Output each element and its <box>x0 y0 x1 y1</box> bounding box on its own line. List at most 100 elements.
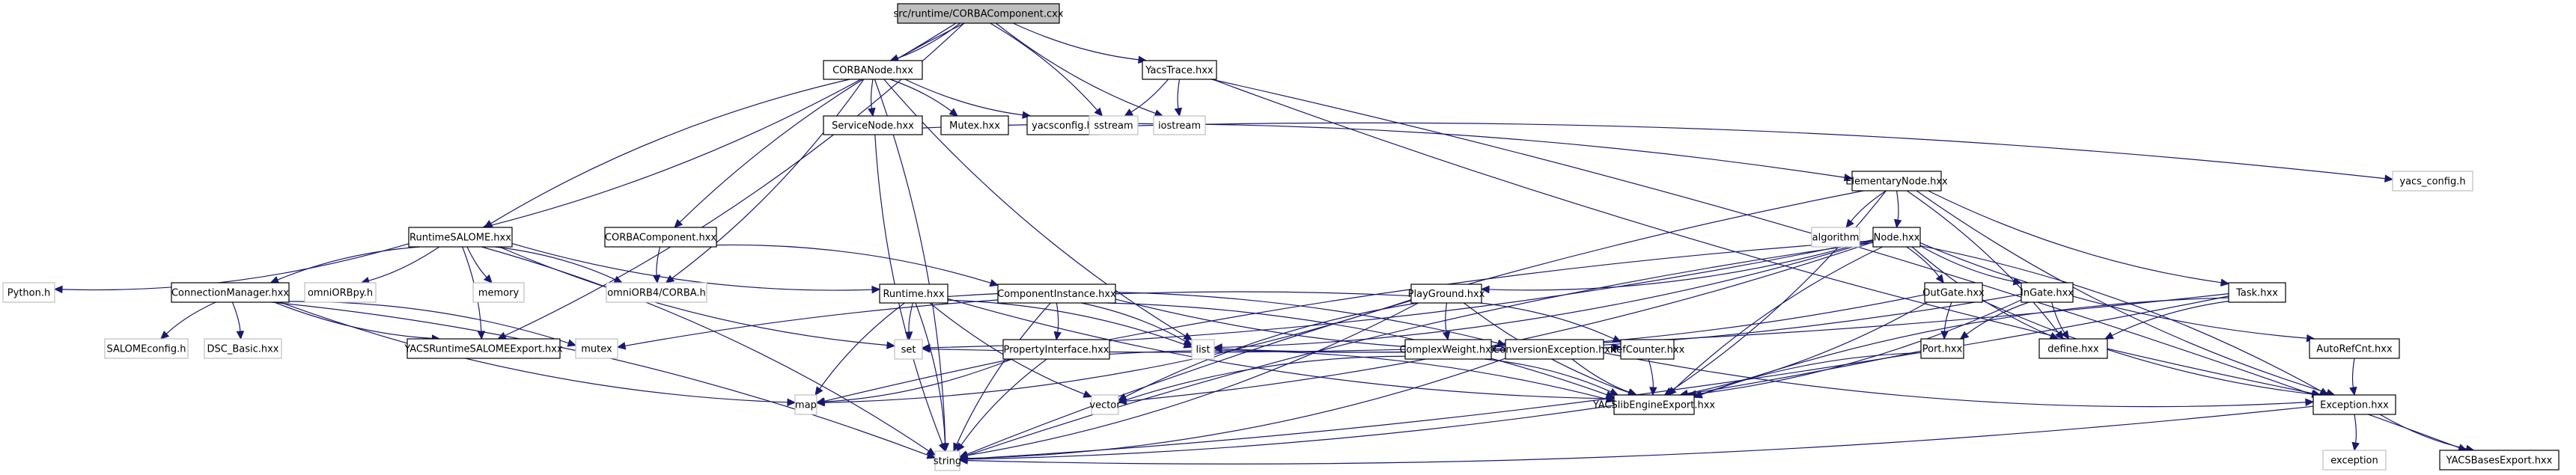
node-corbacomponenthxx[interactable]: CORBAComponent.hxx <box>604 227 717 248</box>
node-box-omniorb4 <box>606 282 707 303</box>
node-task[interactable]: Task.hxx <box>2228 282 2286 303</box>
edge-runtimesalome-to-memory <box>466 246 487 278</box>
node-playground[interactable]: PlayGround.hxx <box>1408 284 1485 304</box>
node-box-outgate[interactable] <box>1924 282 1983 303</box>
node-box-corbacomponenthxx[interactable] <box>604 227 717 248</box>
node-refcounter[interactable]: RefCounter.hxx <box>1610 339 1685 360</box>
arrowhead-corbanode-to-mutexhxx <box>949 108 958 117</box>
node-box-conversionexception[interactable] <box>1505 339 1604 360</box>
node-box-root[interactable] <box>897 3 1060 24</box>
node-label-root: src/runtime/CORBAComponent.cxx <box>894 9 1064 20</box>
edge-exception-to-string <box>966 405 2314 465</box>
node-label-vector: vector <box>1089 400 1121 411</box>
edge-yacstrace-to-exception <box>1212 79 2313 394</box>
arrowhead-root-to-sstream <box>1094 107 1103 117</box>
arrowhead-componentinstance-to-propertyinterface <box>1053 331 1062 341</box>
node-yacslibengineexport[interactable]: YACSlibEngineExport.hxx <box>1592 394 1716 415</box>
node-box-yacstrace[interactable] <box>1142 60 1217 80</box>
node-box-corbanode[interactable] <box>823 60 923 80</box>
node-servicenode[interactable]: ServiceNode.hxx <box>823 115 923 135</box>
node-exception[interactable]: Exception.hxx <box>2312 394 2396 415</box>
node-yacsruntimesalomeexport[interactable]: YACSRuntimeSALOMEExport.hxx <box>404 338 563 359</box>
node-componentinstance[interactable]: ComponentInstance.hxx <box>997 284 1116 304</box>
node-label-omniorb4: omniORB4/CORBA.h <box>607 288 706 299</box>
edge-playground-to-map <box>823 299 1412 403</box>
node-box-runtimehxx[interactable] <box>879 284 949 304</box>
node-conversionexception[interactable]: ConversionException.hxx <box>1493 339 1616 360</box>
node-box-runtimesalome[interactable] <box>408 227 513 248</box>
node-yacstrace[interactable]: YacsTrace.hxx <box>1142 60 1217 80</box>
node-define[interactable]: define.hxx <box>2038 338 2108 359</box>
edge-connectionmanager-to-yacsruntimesalomeexport <box>273 301 433 340</box>
edge-yacstrace-to-sstream <box>1130 79 1169 113</box>
node-box-playground[interactable] <box>1410 284 1482 304</box>
node-label-refcounter: RefCounter.hxx <box>1610 345 1685 356</box>
node-box-yacsconfig[interactable] <box>1026 115 1098 135</box>
node-label-list: list <box>1196 345 1210 356</box>
edge-nodehxx-to-outgate <box>1906 246 1940 278</box>
arrowhead-elementarynode-to-task <box>2220 278 2230 286</box>
edge-runtimehxx-to-map <box>819 302 905 390</box>
edge-runtimesalome-to-connectionmanager <box>277 246 421 281</box>
arrowhead-servicenode-to-elementarynode <box>1843 173 1854 182</box>
node-label-yacsbasesexport: YACSBasesExport.hxx <box>2446 456 2553 467</box>
node-connectionmanager[interactable]: ConnectionManager.hxx <box>171 282 290 303</box>
node-autorefcnt[interactable]: AutoRefCnt.hxx <box>2309 338 2400 359</box>
node-yacsconfig[interactable]: yacsconfig.h <box>1026 115 1098 135</box>
node-box-task[interactable] <box>2228 282 2286 303</box>
node-corbanode[interactable]: CORBANode.hxx <box>823 60 923 80</box>
node-yacsbasesexport[interactable]: YACSBasesExport.hxx <box>2439 450 2560 471</box>
node-ingate[interactable]: InGate.hxx <box>2021 282 2074 303</box>
arrowhead-ingate-to-list <box>1213 345 1222 353</box>
node-box-exception[interactable] <box>2312 394 2396 415</box>
node-propertyinterface[interactable]: PropertyInterface.hxx <box>1002 339 1110 360</box>
arrowhead-runtimesalome-to-memory <box>483 274 493 284</box>
node-box-yacsbasesexport[interactable] <box>2439 450 2560 471</box>
node-outgate[interactable]: OutGate.hxx <box>1922 282 1985 303</box>
arrowhead-ingate-to-port <box>1959 331 1970 340</box>
node-box-refcounter[interactable] <box>1620 339 1675 360</box>
node-list: list <box>1191 339 1215 360</box>
node-box-yacslibengineexport[interactable] <box>1613 394 1695 415</box>
node-box-mutexhxx[interactable] <box>940 115 1009 135</box>
arrowhead-nodehxx-to-ingate <box>2012 278 2023 286</box>
node-nodehxx[interactable]: Node.hxx <box>1872 227 1921 248</box>
node-complexweight[interactable]: ComplexWeight.hxx <box>1399 339 1497 360</box>
node-box-yacsruntimesalomeexport[interactable] <box>407 338 561 359</box>
node-box-list <box>1191 339 1215 360</box>
node-box-connectionmanager[interactable] <box>171 282 290 303</box>
node-yacs_config: yacs_config.h <box>2392 171 2473 191</box>
node-box-propertyinterface[interactable] <box>1002 339 1110 360</box>
node-root[interactable]: src/runtime/CORBAComponent.cxx <box>894 3 1064 24</box>
edge-port-to-string <box>966 350 1922 460</box>
arrowhead-runtimesalome-to-runtimehxx <box>871 285 881 294</box>
node-elementarynode[interactable]: ElementaryNode.hxx <box>1845 171 1948 191</box>
node-box-port[interactable] <box>1920 338 1964 359</box>
node-box-nodehxx[interactable] <box>1872 227 1921 248</box>
node-runtimesalome[interactable]: RuntimeSALOME.hxx <box>408 227 513 248</box>
node-box-autorefcnt[interactable] <box>2309 338 2400 359</box>
node-box-servicenode[interactable] <box>823 115 923 135</box>
node-box-stdexception <box>2322 450 2387 471</box>
node-box-pythonh <box>2 282 55 303</box>
node-label-yacslibengineexport: YACSlibEngineExport.hxx <box>1592 400 1716 411</box>
node-box-ingate[interactable] <box>2021 282 2074 303</box>
arrowhead-componentinstance-to-list <box>1183 337 1193 346</box>
node-label-algorithm: algorithm <box>1812 233 1860 244</box>
edge-yacstrace-to-iostream <box>1177 79 1181 109</box>
node-port[interactable]: Port.hxx <box>1920 338 1964 359</box>
node-runtimehxx[interactable]: Runtime.hxx <box>879 284 949 304</box>
node-box-elementarynode[interactable] <box>1851 171 1942 191</box>
node-box-define[interactable] <box>2038 338 2108 359</box>
node-mutexhxx[interactable]: Mutex.hxx <box>940 115 1009 135</box>
edge-nodehxx-to-playground <box>1488 239 1874 291</box>
node-box-componentinstance[interactable] <box>997 284 1116 304</box>
edge-refcounter-to-yacslibengineexport <box>1648 358 1654 388</box>
node-box-complexweight[interactable] <box>1404 339 1492 360</box>
node-omniorb4: omniORB4/CORBA.h <box>606 282 707 303</box>
arrowhead-connectionmanager-to-dscbasic <box>236 331 245 340</box>
node-label-elementarynode: ElementaryNode.hxx <box>1845 177 1948 188</box>
edge-propertyinterface-to-map <box>823 358 1013 402</box>
arrowhead-connectionmanager-to-map <box>787 398 797 407</box>
